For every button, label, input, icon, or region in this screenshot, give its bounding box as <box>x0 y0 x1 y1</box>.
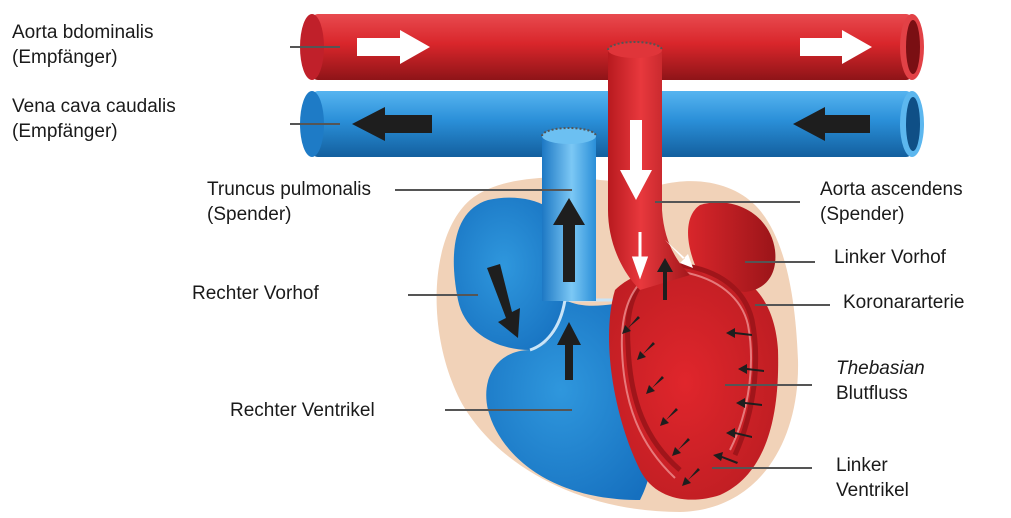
label-truncus-pulmonalis: Truncus pulmonalis (Spender) <box>207 177 371 227</box>
label-koronararterie: Koronararterie <box>843 290 964 315</box>
label-rechter-ventrikel: Rechter Ventrikel <box>230 398 375 423</box>
label-vena-cava-caudalis: Vena cava caudalis (Empfänger) <box>12 94 176 144</box>
label-linker-ventrikel: Linker Ventrikel <box>836 453 909 503</box>
label-thebasian-blutfluss: Thebasian Blutfluss <box>836 356 925 406</box>
label-aorta-abdominalis: Aorta bdominalis (Empfänger) <box>12 20 154 70</box>
label-aorta-ascendens: Aorta ascendens (Spender) <box>820 177 963 227</box>
label-rechter-vorhof: Rechter Vorhof <box>192 281 319 306</box>
label-linker-vorhof: Linker Vorhof <box>834 245 946 270</box>
